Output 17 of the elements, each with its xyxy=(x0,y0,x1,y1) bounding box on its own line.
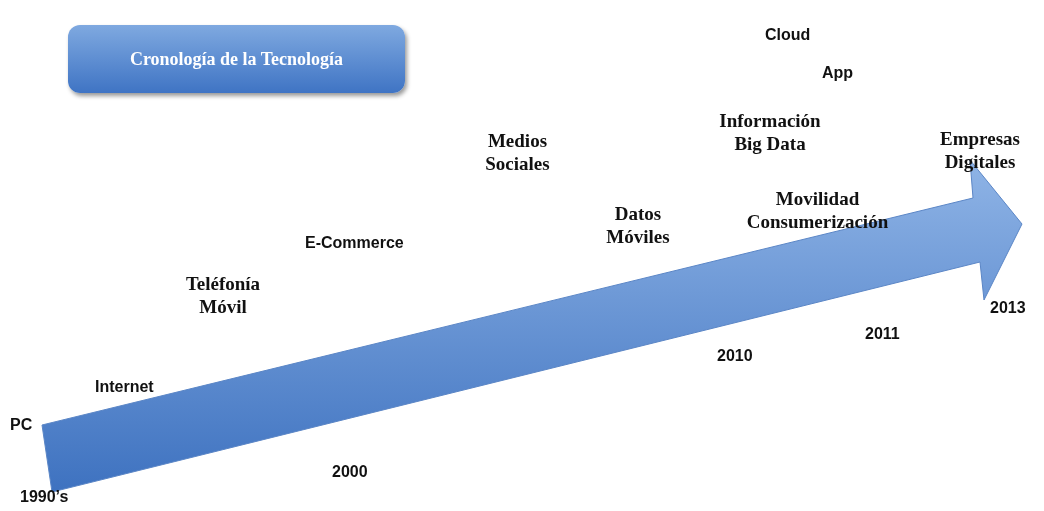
timeline-label: Empresas Digitales xyxy=(939,128,1021,174)
year-label: 2013 xyxy=(990,298,1026,318)
year-label: 2000 xyxy=(332,462,368,482)
timeline-label: Internet xyxy=(95,377,154,397)
title-box: Cronología de la Tecnología xyxy=(68,25,405,93)
timeline-label: Datos Móviles xyxy=(605,203,671,249)
timeline-label: Medios Sociales xyxy=(484,130,551,176)
timeline-label: PC xyxy=(10,415,33,435)
timeline-label: Cloud xyxy=(765,25,811,45)
timeline-label: Teléfonía Móvil xyxy=(184,273,262,319)
year-label: 1990’s xyxy=(20,487,69,507)
timeline-label: E-Commerce xyxy=(305,233,404,253)
timeline-label: App xyxy=(822,63,854,83)
timeline-label: Información Big Data xyxy=(718,110,822,156)
year-label: 2010 xyxy=(717,346,753,366)
year-label: 2011 xyxy=(865,324,900,344)
timeline-label: Movilidad Consumerización xyxy=(745,188,890,234)
